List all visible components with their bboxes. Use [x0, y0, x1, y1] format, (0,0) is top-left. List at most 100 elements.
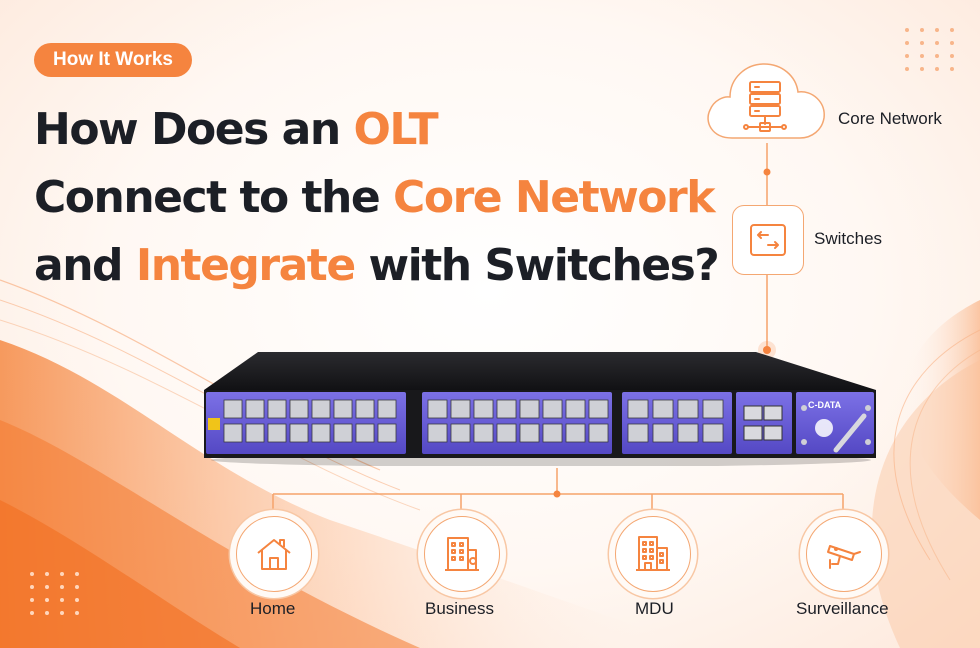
- decorative-dot: [905, 28, 909, 32]
- decorative-dot: [75, 572, 79, 576]
- sfp-port: [677, 423, 699, 443]
- switch-arrows-icon: [750, 224, 786, 256]
- surveillance-node: [806, 516, 882, 592]
- headline-line-3-text-a: and: [34, 240, 136, 291]
- decorative-dot: [30, 585, 34, 589]
- sfp-port: [245, 399, 265, 419]
- decorative-dot: [920, 67, 924, 71]
- decorative-dot: [920, 54, 924, 58]
- apartment-building-icon: [636, 536, 670, 571]
- decorative-dot: [950, 41, 954, 45]
- security-camera-icon: [827, 545, 861, 569]
- decorative-dot: [950, 28, 954, 32]
- sfp-port: [377, 423, 397, 443]
- sfp-port: [565, 399, 586, 419]
- sfp-port: [427, 399, 448, 419]
- sfp-port: [245, 423, 265, 443]
- sfp-port: [702, 399, 724, 419]
- sfp-port: [496, 399, 517, 419]
- core-network-label: Core Network: [838, 109, 942, 128]
- sfp-port: [311, 423, 331, 443]
- sfp-port: [333, 423, 353, 443]
- sfp-port: [355, 423, 375, 443]
- sfp-port: [627, 423, 649, 443]
- sfp-port: [289, 423, 309, 443]
- sfp-port: [267, 423, 287, 443]
- mdu-node: [615, 516, 691, 592]
- headline-line-3-text-b: with Switches?: [354, 240, 720, 291]
- decorative-dot: [905, 41, 909, 45]
- decorative-dot: [75, 598, 79, 602]
- cloud-server-icon: [707, 63, 825, 139]
- switch-node: [732, 205, 804, 275]
- headline-line-2: Connect to the Core Network: [34, 172, 715, 224]
- headline-line-1-text: How Does an: [34, 104, 354, 155]
- house-icon: [257, 539, 291, 570]
- sfp-port: [450, 423, 471, 443]
- sfp-port: [267, 399, 287, 419]
- headline-line-3: and Integrate with Switches?: [34, 240, 720, 292]
- sfp-port: [473, 399, 494, 419]
- sfp-port: [496, 423, 517, 443]
- device-brand-label: C-DATA: [808, 400, 842, 410]
- headline-highlight-integrate: Integrate: [135, 240, 356, 291]
- sfp-port: [588, 423, 609, 443]
- decorative-dot: [935, 28, 939, 32]
- decorative-dot: [905, 54, 909, 58]
- business-label: Business: [425, 599, 494, 618]
- decorative-dot: [905, 67, 909, 71]
- decorative-dot: [75, 585, 79, 589]
- sfp-port: [333, 399, 353, 419]
- decorative-dot: [60, 611, 64, 615]
- sfp-port: [223, 399, 243, 419]
- headline-highlight-core-network: Core Network: [393, 172, 715, 223]
- sfp-port: [355, 399, 375, 419]
- decorative-dot: [30, 611, 34, 615]
- sfp-port: [289, 399, 309, 419]
- sfp-port: [652, 423, 674, 443]
- olt-device: C-DATA: [204, 352, 876, 466]
- surveillance-label: Surveillance: [796, 599, 889, 618]
- sfp-port: [652, 399, 674, 419]
- switches-label: Switches: [814, 229, 883, 248]
- sfp-port: [677, 399, 699, 419]
- sfp-port: [311, 399, 331, 419]
- sfp-port: [542, 399, 563, 419]
- decorative-dots-bottom-left: [30, 572, 81, 615]
- decorative-dot: [935, 54, 939, 58]
- decorative-dot: [30, 572, 34, 576]
- sfp-port: [377, 399, 397, 419]
- sfp-port: [223, 423, 243, 443]
- how-it-works-badge: How It Works: [34, 43, 192, 77]
- decorative-dot: [950, 54, 954, 58]
- decorative-dot: [935, 67, 939, 71]
- home-node: [236, 516, 312, 592]
- office-building-icon: [445, 537, 479, 571]
- mdu-label: MDU: [635, 599, 674, 618]
- decorative-dot: [950, 67, 954, 71]
- sfp-port: [588, 399, 609, 419]
- headline-line-2-text: Connect to the: [34, 172, 394, 223]
- sfp-port: [473, 423, 494, 443]
- sfp-port: [565, 423, 586, 443]
- decorative-dot: [30, 598, 34, 602]
- decorative-dots-top-right: [905, 28, 956, 71]
- decorative-dot: [45, 611, 49, 615]
- decorative-dot: [45, 572, 49, 576]
- decorative-dot: [60, 585, 64, 589]
- sfp-port: [702, 423, 724, 443]
- decorative-dot: [60, 572, 64, 576]
- headline-line-1: How Does an OLT: [34, 104, 439, 156]
- decorative-dot: [45, 585, 49, 589]
- decorative-dot: [60, 598, 64, 602]
- business-node: [424, 516, 500, 592]
- headline-highlight-olt: OLT: [353, 104, 438, 155]
- decorative-dot: [920, 41, 924, 45]
- decorative-dot: [935, 41, 939, 45]
- sfp-port: [627, 399, 649, 419]
- sfp-port: [542, 423, 563, 443]
- decorative-dot: [45, 598, 49, 602]
- decorative-dot: [75, 611, 79, 615]
